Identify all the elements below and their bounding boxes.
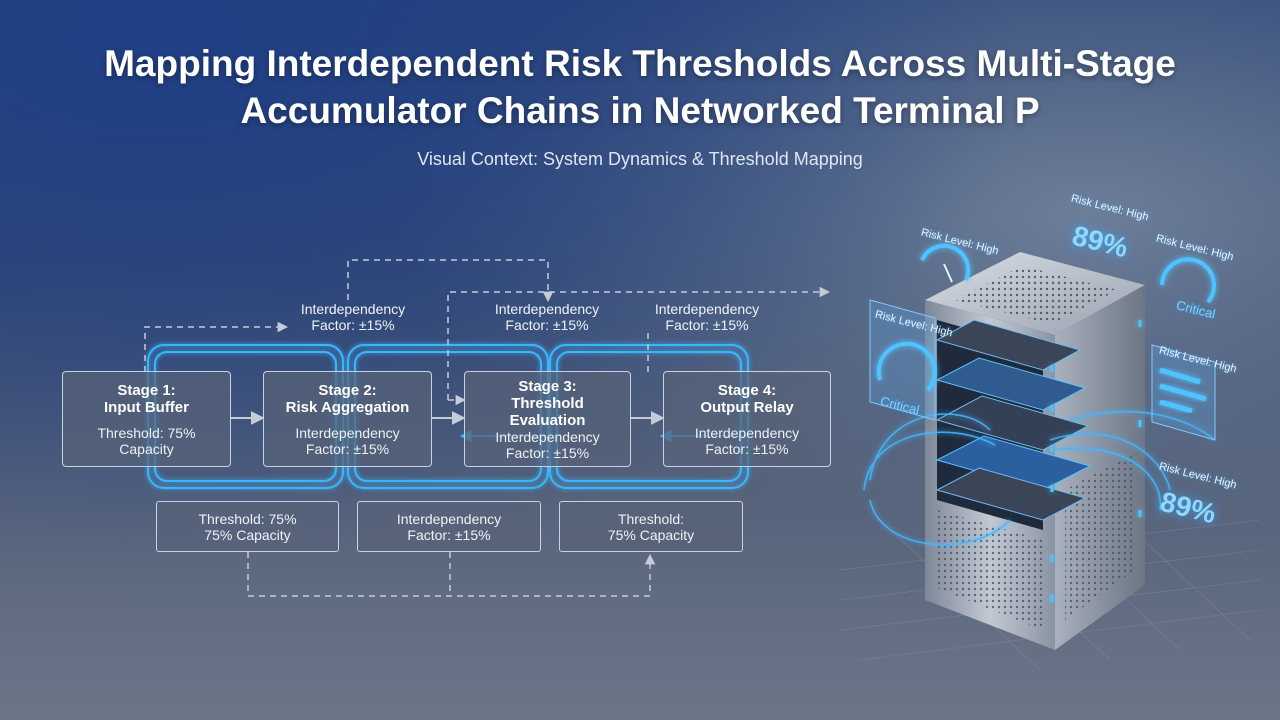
- glowing-cables: [863, 410, 1216, 546]
- interdependency-label-3: Interdependency Factor: ±15%: [654, 301, 760, 333]
- dashed-path-top-2: [347, 259, 554, 303]
- note-box-1: Threshold: 75% 75% Capacity: [156, 501, 339, 552]
- stage-4-box[interactable]: Stage 4: Output Relay Interdependency Fa…: [663, 371, 831, 467]
- rack-front-vent: [937, 510, 1043, 630]
- stage-3-description: Interdependency Factor: ±15%: [495, 429, 600, 461]
- stage-4-description: Interdependency Factor: ±15%: [694, 425, 800, 457]
- stage-1-description: Threshold: 75% Capacity: [97, 425, 196, 457]
- stage-3-title: Stage 3: Threshold Evaluation: [509, 378, 586, 429]
- note-box-2: Interdependency Factor: ±15%: [357, 501, 541, 552]
- interdependency-label-2: Interdependency Factor: ±15%: [494, 301, 600, 333]
- server-rack-illustration: [840, 243, 1260, 671]
- stage-2-box[interactable]: Stage 2: Risk Aggregation Interdependenc…: [263, 371, 432, 467]
- hud-gauge-top-right: [1160, 257, 1216, 304]
- title-line-2: Accumulator Chains in Networked Terminal…: [240, 90, 1040, 131]
- stage-4-title: Stage 4: Output Relay: [700, 382, 794, 416]
- rack-side-vent: [1065, 452, 1135, 620]
- stage-1-title: Stage 1: Input Buffer: [104, 382, 189, 416]
- rack-top-vent: [955, 266, 1118, 324]
- stage-3-box[interactable]: Stage 3: Threshold Evaluation Interdepen…: [464, 371, 631, 467]
- dashed-path-top-3: [447, 286, 831, 400]
- hud-panel-left: [869, 299, 937, 421]
- stage-2-title: Stage 2: Risk Aggregation: [285, 382, 410, 416]
- stage-2-description: Interdependency Factor: ±15%: [295, 425, 400, 457]
- title-line-1: Mapping Interdependent Risk Thresholds A…: [104, 43, 1176, 84]
- dashed-path-top-1: [144, 321, 289, 372]
- dashed-path-bottom: [247, 552, 656, 597]
- edge-leds: [1050, 320, 1142, 602]
- page-title: Mapping Interdependent Risk Thresholds A…: [40, 40, 1240, 134]
- interdependency-label-1: Interdependency Factor: ±15%: [300, 301, 406, 333]
- server-trays: [935, 319, 1092, 521]
- note-box-3: Threshold: 75% Capacity: [559, 501, 743, 552]
- hud-panel-right: [1151, 344, 1216, 441]
- stage-1-box[interactable]: Stage 1: Input Buffer Threshold: 75% Cap…: [62, 371, 231, 467]
- subtitle: Visual Context: System Dynamics & Thresh…: [417, 149, 863, 169]
- hud-gauge-top-left: [920, 243, 971, 283]
